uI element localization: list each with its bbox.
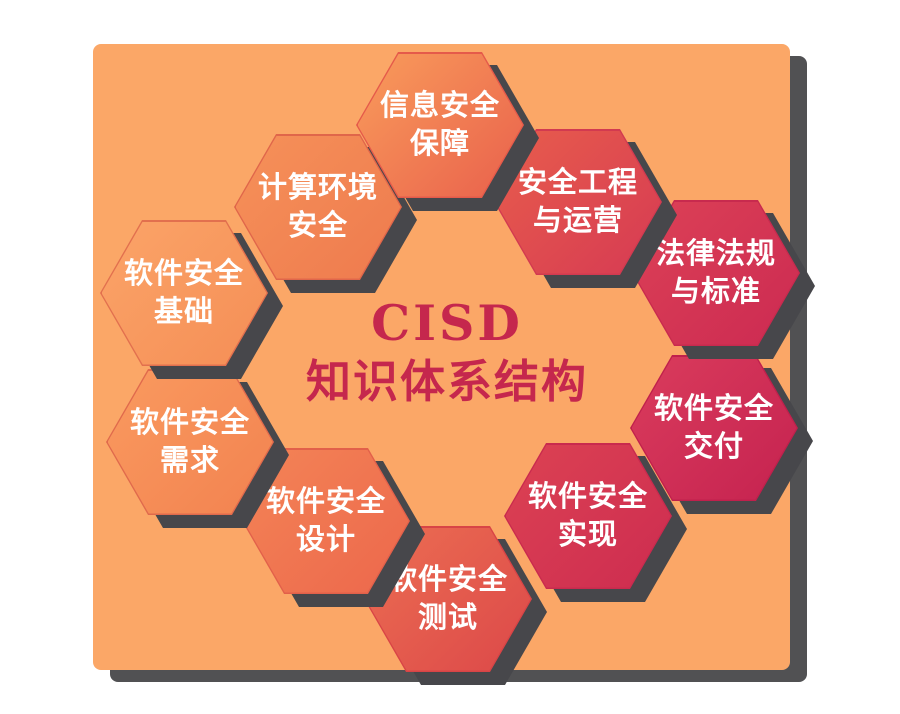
hex-label-line2: 保障 <box>409 128 470 160</box>
hex-label: 信息安全 保障 <box>356 52 524 198</box>
hexagon-shape: 软件安全 交付 <box>630 355 798 501</box>
hex-label-line2: 基础 <box>153 296 214 328</box>
hex-software-security-design: 软件安全 设计 <box>242 448 410 594</box>
hex-label: 软件安全 交付 <box>630 355 798 501</box>
hex-label-line1: 计算环境 <box>257 171 378 204</box>
diagram-title-subtitle: 知识体系结构 <box>305 355 588 409</box>
hex-label-line1: 软件安全 <box>387 563 508 596</box>
hex-label: 软件安全 实现 <box>504 443 672 589</box>
hex-label-line1: 软件安全 <box>129 406 250 439</box>
hex-software-security-requirements: 软件安全 需求 <box>106 369 274 515</box>
hex-computing-environment-security: 计算环境 安全 <box>234 134 402 280</box>
hex-label: 安全工程 与运营 <box>494 129 662 275</box>
hex-label-line2: 测试 <box>417 602 478 634</box>
hex-label: 软件安全 需求 <box>106 369 274 515</box>
hexagon-shape: 信息安全 保障 <box>356 52 524 198</box>
hex-label-line1: 软件安全 <box>265 485 386 518</box>
hex-label-line2: 实现 <box>557 519 618 551</box>
diagram-title-acronym: CISD <box>371 294 523 352</box>
hex-software-security-implementation: 软件安全 实现 <box>504 443 672 589</box>
hex-label-line1: 信息安全 <box>379 89 500 122</box>
hex-label-line1: 安全工程 <box>517 166 638 199</box>
hex-label: 计算环境 安全 <box>234 134 402 280</box>
hex-label-line1: 软件安全 <box>527 480 648 513</box>
hex-label-line1: 法律法规 <box>655 237 776 270</box>
hex-label-line1: 软件安全 <box>123 257 244 290</box>
hex-label: 法律法规 与标准 <box>632 200 800 346</box>
hex-label-line1: 软件安全 <box>653 392 774 425</box>
hex-label-line2: 安全 <box>287 210 348 242</box>
hex-label: 软件安全 设计 <box>242 448 410 594</box>
diagram-title: CISD 知识体系结构 <box>255 294 639 409</box>
hex-laws-regulations-standards: 法律法规 与标准 <box>632 200 800 346</box>
hex-info-security-assurance: 信息安全 保障 <box>356 52 524 198</box>
hex-label: 软件安全 基础 <box>100 220 268 366</box>
hex-label-line2: 需求 <box>159 445 220 477</box>
hex-security-engineering-operations: 安全工程 与运营 <box>494 129 662 275</box>
hex-software-security-fundamentals: 软件安全 基础 <box>100 220 268 366</box>
hex-label-line2: 设计 <box>295 524 356 556</box>
hex-label-line2: 交付 <box>683 431 744 463</box>
hex-label-line2: 与标准 <box>670 276 761 308</box>
hexagon-shape: 软件安全 需求 <box>106 369 274 515</box>
hex-label: 软件安全 测试 <box>364 526 532 672</box>
hex-software-security-delivery: 软件安全 交付 <box>630 355 798 501</box>
hex-label-line2: 与运营 <box>532 205 623 237</box>
